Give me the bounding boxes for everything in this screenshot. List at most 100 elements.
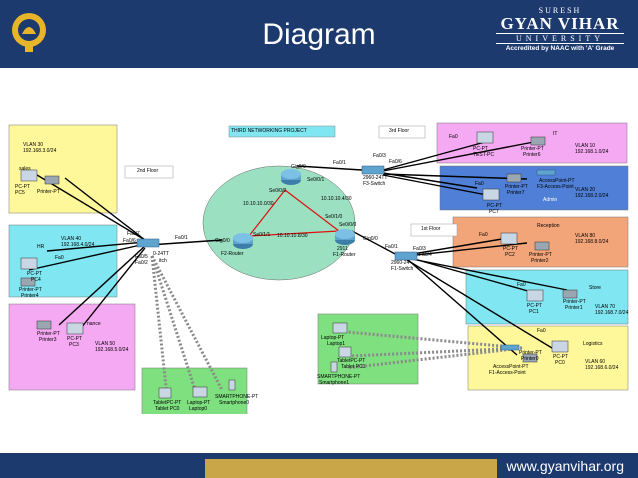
laptop1-icon bbox=[332, 322, 348, 334]
router-f2-icon bbox=[233, 233, 253, 249]
switch-f1-name: F1-Switch bbox=[391, 266, 414, 272]
footer-accent-bar bbox=[205, 459, 497, 478]
printer1-icon bbox=[562, 289, 578, 299]
vlan60-subnet: 192.168.6.0/24 bbox=[585, 365, 619, 371]
pc7-name: PC7 bbox=[489, 209, 499, 215]
vlan60-area bbox=[467, 325, 629, 391]
laptop0-type: Laptop-PT bbox=[187, 400, 211, 406]
slide-header bbox=[0, 0, 638, 68]
router-f1-icon bbox=[335, 229, 355, 245]
printer5-name: Printer-PT bbox=[37, 189, 60, 195]
phone1-icon bbox=[330, 361, 338, 373]
port-se001-f3: Se0/0/1 bbox=[307, 177, 325, 183]
printer0-icon bbox=[522, 353, 538, 363]
switch-f3-model: 2960-24TT bbox=[363, 175, 388, 181]
brand-line-4: Accredited by NAAC with 'A' Grade bbox=[505, 45, 615, 52]
port-fa07: Fa0/7 bbox=[127, 231, 140, 237]
testpc-icon bbox=[476, 131, 494, 144]
ap3-icon bbox=[536, 169, 556, 176]
brand-line-1: SURESH bbox=[538, 6, 582, 15]
floor2-label: 2nd Floor bbox=[137, 168, 159, 174]
port-fa01-f3: Fa0/1 bbox=[333, 160, 346, 166]
pc0-icon bbox=[551, 340, 569, 353]
pc0-name: PC0 bbox=[555, 360, 565, 366]
tablet1-type: TabletPC-PT bbox=[337, 358, 366, 364]
link-net1: 10.10.10.0/30 bbox=[243, 201, 274, 207]
printer1-type: Printer-PT bbox=[563, 299, 586, 305]
vlan10-subnet: 192.168.1.0/24 bbox=[575, 149, 609, 155]
port-gig00-f2: Gig0/0 bbox=[215, 238, 230, 244]
vlan50-subnet: 192.168.5.0/24 bbox=[95, 347, 129, 353]
pc2-name: PC2 bbox=[505, 252, 515, 258]
router-f2-name: F2-Router bbox=[221, 251, 244, 257]
vlan80-subnet: 192.168.8.0/24 bbox=[575, 239, 609, 245]
phone0-type: SMARTPHONE-PT bbox=[215, 394, 259, 400]
port-fa01-f2: Fa0/1 bbox=[175, 235, 188, 241]
floor3-box bbox=[378, 125, 426, 139]
pc1-icon bbox=[526, 289, 544, 302]
port-fa0-admin: Fa0 bbox=[475, 181, 484, 187]
diagram-canvas bbox=[8, 122, 629, 414]
pc2-type: PC-PT bbox=[503, 246, 518, 252]
university-emblem-icon bbox=[12, 13, 46, 52]
port-fa02: Fa0/2 bbox=[135, 260, 148, 266]
room-it: IT bbox=[553, 131, 558, 137]
vlan30-area bbox=[8, 124, 118, 214]
pc3-type: PC-PT bbox=[67, 336, 82, 342]
phone1-type: SMARTPHONE-PT bbox=[317, 374, 361, 380]
project-title-box bbox=[228, 125, 336, 138]
floor3-label: 3rd Floor bbox=[389, 128, 410, 134]
tablet1-name: Tablet PC1 bbox=[341, 364, 366, 370]
switch-f3-name: F3-Switch bbox=[363, 181, 386, 187]
switch-f1-icon bbox=[394, 251, 418, 261]
printer2-type: Printer-PT bbox=[529, 252, 552, 258]
port-fa0-store: Fa0 bbox=[517, 282, 526, 288]
vlan30-subnet: 192.168.3.0/24 bbox=[23, 148, 57, 154]
vlan40-subnet: 192.168.4.0/24 bbox=[61, 242, 95, 248]
phone0-icon bbox=[228, 379, 236, 391]
port-fa06: Fa0/6 bbox=[123, 238, 136, 244]
network-diagram: THIRD NETWORKING PROJECT 2nd Floor 3rd F… bbox=[7, 118, 629, 414]
pc4-type: PC-PT bbox=[27, 271, 42, 277]
printer1-name: Printer1 bbox=[565, 305, 583, 311]
pc7-type: PC-PT bbox=[487, 203, 502, 209]
laptop1-type: Laptop-PT bbox=[321, 335, 345, 341]
phone0-name: Smartphone0 bbox=[219, 400, 250, 406]
switch-f2-icon bbox=[136, 238, 160, 248]
ap3-name: F3-Access-Point bbox=[537, 184, 574, 190]
vlan70-area bbox=[465, 269, 629, 325]
vlan10-name: VLAN 10 bbox=[575, 143, 596, 149]
pc3-name: PC3 bbox=[69, 342, 79, 348]
port-gig00-f1: Gig0/0 bbox=[363, 236, 378, 242]
printer2-name: Printer2 bbox=[531, 258, 549, 264]
ap1-name: F1-Access-Point bbox=[489, 370, 526, 376]
pc4-icon bbox=[20, 257, 38, 270]
tablet1-icon bbox=[338, 346, 352, 358]
port-fa06-f3: Fa0/6 bbox=[389, 159, 402, 165]
laptop0-name: Laptop0 bbox=[189, 406, 208, 412]
pc2-icon bbox=[500, 232, 518, 245]
port-fa0-reception: Fa0 bbox=[479, 232, 488, 238]
tablet0-type: TabletPC-PT bbox=[153, 400, 182, 406]
tablet0-name: Tablet PC0 bbox=[155, 406, 180, 412]
printer7-name: Printer7 bbox=[507, 190, 525, 196]
pc1-type: PC-PT bbox=[527, 303, 542, 309]
brand-line-3: UNIVERSITY bbox=[496, 33, 624, 44]
floor1-box bbox=[410, 223, 458, 237]
project-title: THIRD NETWORKING PROJECT bbox=[231, 128, 307, 134]
switch-f2-name: itch bbox=[159, 258, 167, 264]
ap3-type: AccessPoint-PT bbox=[539, 178, 575, 184]
phone1-name: Smartphone1 bbox=[319, 380, 350, 386]
room-hr: HR bbox=[37, 244, 45, 250]
port-se010-f1: Se0/1/0 bbox=[325, 214, 343, 220]
room-sales: sales bbox=[19, 166, 31, 172]
port-fa04-f1: Fa0/4 bbox=[419, 252, 432, 258]
laptop1-name: Laptop1 bbox=[327, 341, 346, 347]
room-store: Store bbox=[589, 285, 601, 291]
printer6-type: Printer-PT bbox=[521, 146, 544, 152]
laptop0-icon bbox=[192, 386, 208, 398]
printer3-icon bbox=[36, 320, 52, 330]
printer0-name: Printer0 bbox=[521, 356, 539, 362]
pc5-type: PC-PT bbox=[15, 184, 30, 190]
port-fa03-f3: Fa0/3 bbox=[373, 153, 386, 159]
